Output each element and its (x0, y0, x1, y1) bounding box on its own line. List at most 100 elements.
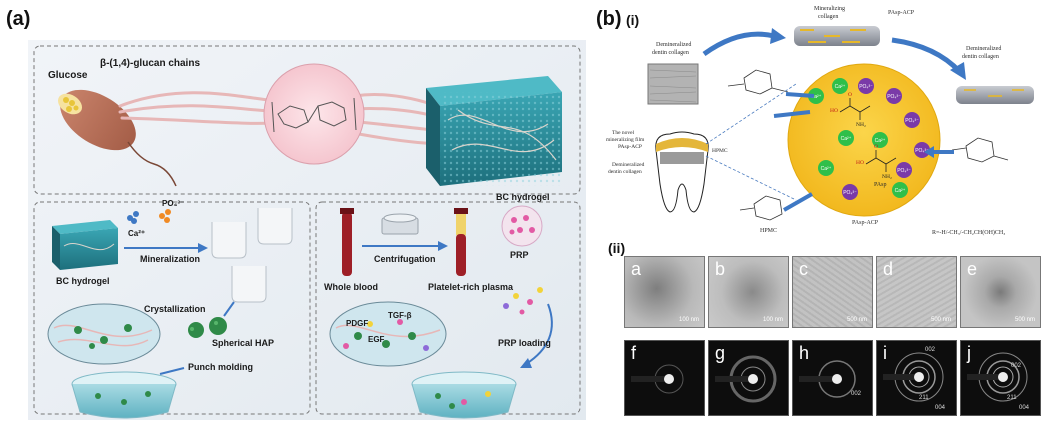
saed-f-svg (631, 364, 684, 394)
ion-reagents (127, 209, 171, 224)
arrow-right-head (924, 146, 934, 158)
pasp-structure-2-labels: HO O NH₂ (856, 144, 892, 180)
saed-j-ring-211: 211 (1007, 395, 1017, 401)
saed-pattern-h: h 002 (792, 340, 873, 416)
ion-labels: Ca²⁺ Ca²⁺ Ca²⁺ Ca²⁺ Ca²⁺ Ca²⁺ PO₄³⁻ PO₄³… (811, 84, 929, 196)
saed-letter-h: h (799, 343, 810, 363)
arrow-to-mineralizing-head (770, 28, 786, 44)
arrow-bottom (783, 192, 813, 212)
hpmc-structure-left (727, 69, 789, 95)
saed-i-ring-211: 211 (919, 395, 929, 401)
ho-label-2: HO (856, 160, 864, 166)
bc-hydrogel-block-top (426, 76, 562, 186)
saed-letter-j: j (967, 343, 971, 363)
tem-image-e: e 500 nm (960, 256, 1041, 328)
o-label-2: O (874, 144, 878, 150)
ca-ion-label-5: Ca²⁺ (895, 188, 906, 194)
platelet-rich-plasma-tube (454, 208, 468, 276)
calcium-ions (808, 78, 908, 198)
whole-blood-tube (340, 208, 354, 276)
pasp-structure-1 (839, 98, 871, 120)
tem-scale-c: 500 nm (846, 317, 867, 323)
tem-image-a: a 100 nm (624, 256, 705, 328)
pasp-structure-1-labels: HO O NH₂ (830, 92, 866, 128)
saed-j-svg (967, 352, 1028, 402)
prp-loading-arrowhead (520, 358, 532, 368)
centrifugation-label: Centrifugation (374, 254, 436, 264)
tooth-illustration (655, 131, 709, 213)
panel-b-scheme-svg: Demineralized dentin collagen Mineralizi… (606, 6, 1034, 236)
panel-b-label: (b) (596, 8, 622, 30)
mineralization-section-frame (33, 201, 311, 415)
ho-label-1: HO (830, 108, 838, 114)
demin-right-line1: Demineralized (966, 46, 1001, 52)
tem-letter-b: b (715, 259, 726, 279)
pasp-acp-circle-label: PAsp-ACP (852, 220, 879, 226)
saed-pattern-f: f (624, 340, 705, 416)
scaffold-dish-right (411, 371, 517, 419)
tem-image-b: b 100 nm (708, 256, 789, 328)
saed-h-svg (799, 360, 856, 398)
spherical-hap-label: Spherical HAP (212, 338, 274, 348)
saed-i-svg (883, 352, 944, 402)
po-ion-label-2: PO₄³⁻ (887, 94, 901, 100)
mineralizing-collagen-line2: collagen (818, 14, 838, 20)
bc-hydrogel-top-label: BC hydrogel (496, 192, 550, 202)
magnified-fibers-left (53, 324, 153, 349)
hpmc-structure-right (951, 137, 1009, 163)
mineralizing-collagen-line1: Mineralizing (814, 6, 845, 12)
nh2-label-2: NH₂ (882, 174, 892, 180)
novel-film-line1: The novel (612, 130, 635, 136)
saed-j-ring-004: 004 (1019, 405, 1030, 411)
demin-right-line2: dentin collagen (962, 54, 999, 60)
punch-molding-arrow (159, 367, 185, 375)
panel-b-i-label: (i) (626, 12, 640, 28)
tem-letter-c: c (799, 259, 808, 279)
pasp-acp-left-label: PAsp-ACP (618, 144, 642, 150)
po-ion-label-1: PO₄³⁻ (859, 84, 873, 90)
saed-letter-g: g (715, 343, 726, 363)
saed-i-ring-004: 004 (935, 405, 946, 411)
saed-letter-f: f (631, 343, 637, 363)
sem-texture (649, 69, 697, 103)
glucan-molecule-structure (271, 97, 357, 133)
tem-scale-a: 100 nm (678, 317, 699, 323)
saed-i-ring-002: 002 (925, 347, 936, 353)
glucose-label: Glucose (48, 70, 88, 81)
tem-scale-d: 500 nm (930, 317, 951, 323)
magnified-particles-right (335, 319, 441, 351)
saed-pattern-g: g (708, 340, 789, 416)
punch-molding-label: Punch molding (188, 362, 253, 372)
zoom-line-top (705, 83, 797, 145)
arrow-left-upper (785, 92, 815, 98)
tem-letter-a: a (631, 259, 642, 279)
novel-film-line2: mineralizing film (606, 136, 645, 143)
beakers (211, 208, 293, 303)
po-ion-label-5: PO₄³⁻ (843, 190, 857, 196)
centrifuge (381, 213, 419, 235)
saed-letter-i: i (883, 343, 887, 363)
ca-ion-label-2: Ca²⁺ (841, 136, 852, 142)
panel-b-ii-label: (ii) (608, 240, 626, 256)
ca-ion-label-3: Ca²⁺ (875, 138, 886, 144)
panel-a-label: (a) (6, 8, 31, 30)
tem-scale-b: 100 nm (762, 317, 783, 323)
centrifugation-arrowhead (438, 241, 448, 251)
ca-ion-label-4: Ca²⁺ (821, 166, 832, 172)
tem-letter-d: d (883, 259, 894, 279)
tem-letter-e: e (967, 259, 978, 279)
pdgf-label: PDGF (346, 319, 368, 328)
saed-pattern-j: j 002 211 004 (960, 340, 1041, 416)
arrow-to-mineralizing (702, 31, 775, 57)
panel-b-scheme: Demineralized dentin collagen Mineralizi… (604, 0, 1050, 240)
top-section-frame (33, 45, 581, 195)
mineralization-arrowhead (198, 243, 208, 253)
arrow-left-lower (773, 110, 811, 118)
hpmc-tooth-label: HPMC (712, 148, 728, 154)
tgf-label: TGF-β (388, 311, 412, 320)
po-ion-label-3: PO₄³⁻ (905, 118, 919, 124)
mineralization-label: Mineralization (140, 254, 200, 264)
pasp-acp-top-label: PAsp-ACP (888, 10, 915, 16)
prp-particles (509, 215, 535, 235)
prp-loading-arrow (525, 303, 553, 365)
